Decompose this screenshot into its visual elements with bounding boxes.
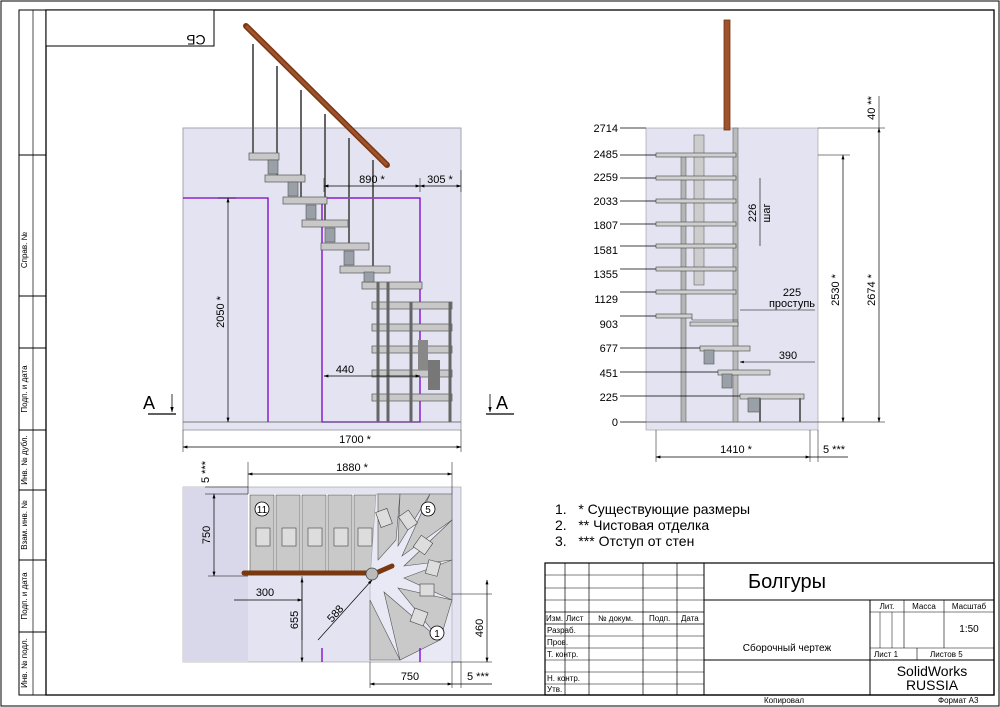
level-mark-2485: 2485 — [594, 149, 618, 161]
level-mark-2033: 2033 — [594, 196, 618, 208]
dim-890: 890 * — [359, 174, 385, 186]
dim-shag: шаг — [761, 204, 773, 223]
company-line-1: SolidWorks — [897, 663, 968, 679]
lit-label: Лит. — [880, 602, 895, 611]
dim-440: 440 — [336, 364, 354, 376]
masshtab-label: Масштаб — [952, 602, 987, 611]
dim-390: 390 — [779, 350, 797, 362]
scale-value: 1:50 — [959, 624, 979, 635]
front-view: 890 * 305 * 2050 * 440 1700 * А А — [143, 23, 514, 452]
company-line-2: RUSSIA — [906, 677, 959, 693]
dim-460: 460 — [474, 619, 486, 637]
side-label-podp-1: Подп. и дата — [20, 365, 29, 413]
level-mark-451: 451 — [600, 368, 618, 380]
dim-1410: 1410 * — [720, 444, 753, 456]
step-label-11: 11 — [257, 505, 268, 516]
level-mark-1129: 1129 — [594, 294, 618, 306]
col-header-podp: Подп. — [649, 614, 670, 623]
dim-305: 305 * — [427, 174, 453, 186]
title-block — [544, 562, 995, 696]
side-strip: Справ. № Подп. и дата Инв. № дубл. Взам.… — [18, 9, 47, 696]
level-mark-0: 0 — [612, 417, 618, 429]
dim-40: 40 ** — [866, 95, 878, 120]
row-utv: Утв. — [547, 685, 562, 694]
col-header-data: Дата — [681, 614, 699, 623]
dim-226: 226 — [747, 204, 759, 222]
dim-655: 655 — [289, 611, 301, 629]
note-3: 3. *** Отступ от стен — [555, 533, 694, 549]
side-label-sprav: Справ. № — [20, 231, 29, 268]
dim-2674: 2674 * — [866, 273, 878, 306]
side-label-inv-podl: Инв. № подл. — [20, 638, 29, 688]
section-label-left: А — [143, 393, 155, 413]
level-mark-677: 677 — [600, 343, 618, 355]
dim-2050: 2050 * — [215, 295, 227, 328]
side-view: 2714 2485 2259 2033 1807 1581 1355 1129 … — [594, 19, 885, 462]
col-header-list: Лист — [566, 614, 584, 623]
listov-label: Листов 5 — [930, 650, 963, 659]
level-mark-1355: 1355 — [594, 269, 618, 281]
row-n-kontr: Н. контр. — [547, 674, 580, 683]
dim-300: 300 — [256, 587, 274, 599]
row-razrab: Разраб. — [547, 626, 576, 635]
dim-1700: 1700 * — [339, 434, 372, 446]
notes: 1. * Существующие размеры 2. ** Чистовая… — [555, 501, 750, 549]
level-mark-2714: 2714 — [594, 123, 618, 135]
level-mark-1581: 1581 — [594, 245, 618, 257]
row-t-kontr: Т. контр. — [547, 650, 578, 659]
dim-prostup: проступь — [769, 298, 815, 310]
massa-label: Масса — [912, 602, 936, 611]
section-label-right: А — [496, 393, 508, 413]
format-label: Формат А3 — [938, 696, 979, 705]
list-label: Лист 1 — [874, 650, 899, 659]
level-mark-1807: 1807 — [594, 220, 618, 232]
stamp-label: СБ — [186, 32, 205, 48]
dim-5-plan-top: 5 *** — [200, 460, 212, 483]
side-label-podp-2: Подп. и дата — [20, 572, 29, 620]
level-mark-903: 903 — [600, 319, 618, 331]
level-mark-225: 225 — [600, 392, 618, 404]
col-header-dokum: № докум. — [598, 614, 633, 623]
note-1: 1. * Существующие размеры — [555, 501, 750, 517]
row-prov: Пров. — [547, 638, 568, 647]
col-header-izm: Изм. — [546, 614, 563, 623]
note-2: 2. ** Чистовая отделка — [555, 517, 709, 533]
step-label-5: 5 — [425, 505, 431, 516]
step-label-1: 1 — [434, 629, 440, 640]
side-label-vzam: Взам. инв. № — [20, 500, 29, 550]
side-label-inv-dubl: Инв. № дубл. — [20, 435, 29, 485]
title-text: Болгуры — [748, 571, 826, 593]
dim-2530: 2530 * — [830, 273, 842, 306]
dim-750-h: 750 — [401, 671, 419, 683]
dim-750-v: 750 — [201, 526, 213, 544]
kopiroval-label: Копировал — [764, 696, 804, 705]
doc-type: Сборочный чертеж — [743, 642, 832, 654]
dim-5-side: 5 *** — [823, 444, 846, 456]
stamp-box: СБ — [45, 9, 215, 48]
title-block-text: Болгуры Изм. Лист № докум. Подп. Дата Ра… — [546, 571, 987, 705]
dim-225: 225 — [783, 287, 801, 299]
dim-5-plan-bottom: 5 *** — [467, 671, 490, 683]
plan-view: 11 5 1 1880 * 5 *** 750 300 655 588 460 … — [182, 460, 492, 688]
level-mark-2259: 2259 — [594, 172, 618, 184]
dim-1880: 1880 * — [336, 462, 369, 474]
